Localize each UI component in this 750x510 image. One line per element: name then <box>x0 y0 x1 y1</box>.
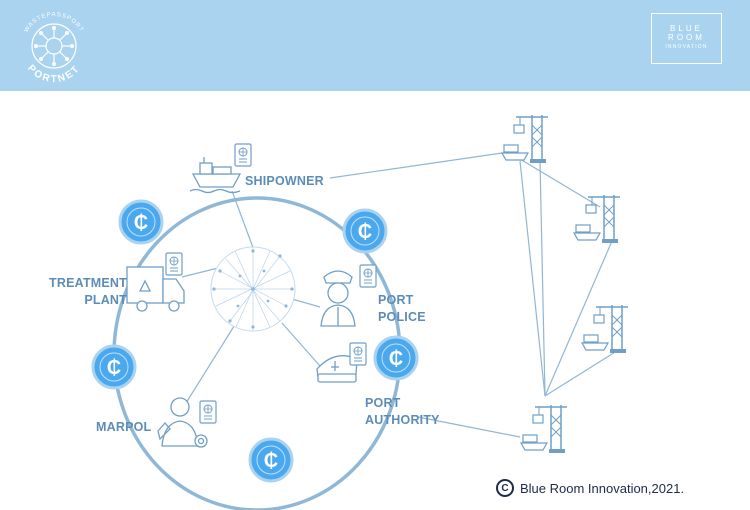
header-bar: WASTEPASSPORT PORTNET BLUE ROOM INNOVATI… <box>0 0 750 91</box>
token-marpol-authority: ₵ <box>248 437 294 483</box>
treatment-passport-icon <box>165 252 183 276</box>
token-shipowner-police: ₵ <box>342 208 388 254</box>
truck-icon <box>126 266 185 312</box>
captain-hat-icon <box>316 355 358 383</box>
label-shipowner: SHIPOWNER <box>245 174 324 188</box>
label-marpol: MARPOL <box>96 420 152 434</box>
police-passport-icon <box>359 264 377 288</box>
copyright-notice: C Blue Room Innovation,2021. <box>496 479 684 497</box>
port-crane-icon <box>520 404 568 454</box>
copyright-text: Blue Room Innovation,2021. <box>520 480 685 496</box>
token-police-authority: ₵ <box>373 335 419 381</box>
network-globe-icon <box>210 246 296 332</box>
svg-text:PORTNET: PORTNET <box>25 63 83 85</box>
token-symbol: ₵ <box>107 357 121 379</box>
authority-passport-icon <box>349 342 367 366</box>
label-port-authority: PORT AUTHORITY <box>365 395 440 429</box>
label-port-police: PORT POLICE <box>378 292 426 326</box>
logo-name-text: PORTNET <box>25 63 81 85</box>
logo-line-blue: BLUE <box>670 24 703 33</box>
token-treatment-marpol: ₵ <box>91 344 137 390</box>
logo-line-innovation: INNOVATION <box>665 44 708 50</box>
label-authority-line1: PORT <box>365 396 401 410</box>
blue-room-logo: BLUE ROOM INNOVATION <box>651 13 722 64</box>
token-shipowner-treatment: ₵ <box>118 199 164 245</box>
marpol-passport-icon <box>199 400 217 424</box>
label-treatment-line2: PLANT <box>84 293 127 307</box>
spokes <box>181 190 321 404</box>
port-crane-icon <box>581 304 629 354</box>
port-crane-icon <box>573 194 621 244</box>
police-officer-icon <box>320 270 356 327</box>
token-symbol: ₵ <box>134 212 148 234</box>
portnet-logo: WASTEPASSPORT PORTNET <box>14 6 94 86</box>
label-police-line2: POLICE <box>378 310 426 324</box>
label-treatment-plant: TREATMENT PLANT <box>42 275 127 309</box>
copyright-icon: C <box>496 479 514 497</box>
logo-line-room: ROOM <box>668 33 705 42</box>
port-crane-icon <box>501 114 549 164</box>
ship-icon <box>189 157 242 194</box>
network-diagram: ₵ ₵ ₵ ₵ ₵ <box>91 114 629 510</box>
shipowner-passport-icon <box>234 143 252 167</box>
label-treatment-line1: TREATMENT <box>49 276 127 290</box>
crane-links <box>329 152 621 438</box>
label-police-line1: PORT <box>378 293 414 307</box>
worker-gear-icon <box>157 397 208 448</box>
token-symbol: ₵ <box>389 348 403 370</box>
token-symbol: ₵ <box>264 450 278 472</box>
token-symbol: ₵ <box>358 221 372 243</box>
label-authority-line2: AUTHORITY <box>365 413 440 427</box>
